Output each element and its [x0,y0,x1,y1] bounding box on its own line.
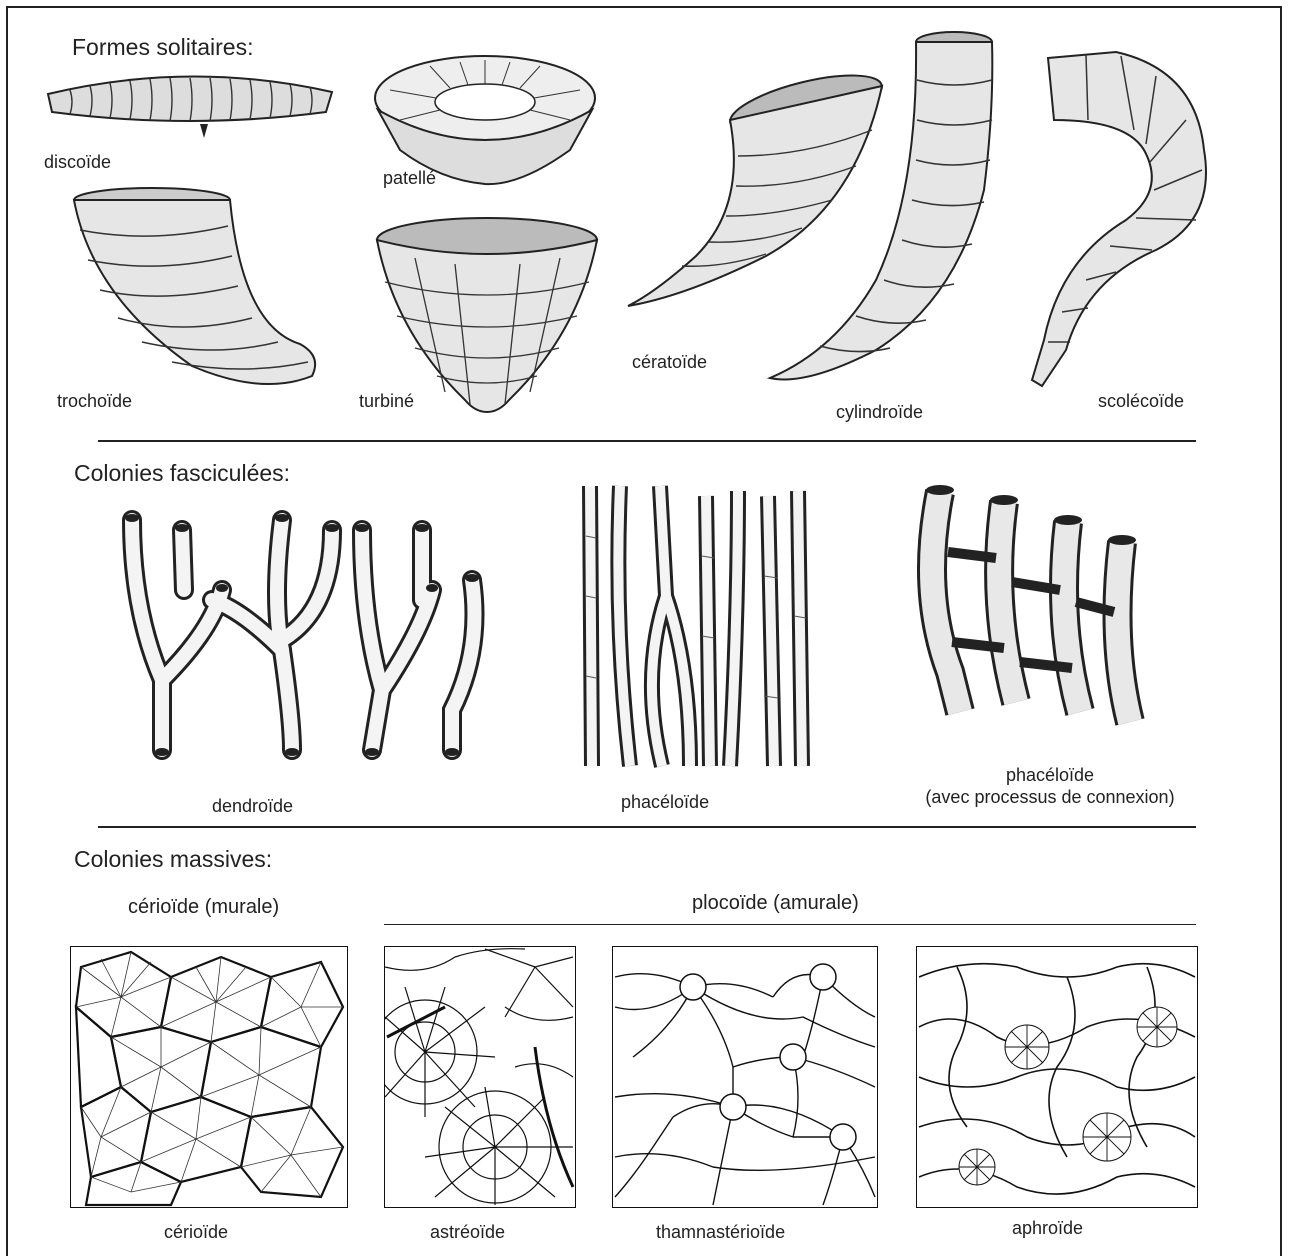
trochoide-drawing [72,186,322,396]
label-discoide: discoïde [44,152,111,173]
label-scolecoide: scolécoïde [1098,391,1184,412]
label-plocoide-group: plocoïde (amurale) [692,892,859,915]
label-thamnasterioide: thamnastérioïde [656,1222,785,1243]
phaceloide-drawing [570,476,820,776]
thamnasterioide-texture [612,946,878,1208]
label-cerioide-group: cérioïde (murale) [128,896,279,919]
section-title-solitary: Formes solitaires: [72,34,253,61]
section-title-massive: Colonies massives: [74,846,272,873]
discoide-drawing [40,66,340,146]
label-phaceloide: phacéloïde [621,792,709,813]
label-turbine: turbiné [359,391,414,412]
label-patelle: patellé [383,168,436,189]
cylindroide-drawing [766,30,1026,386]
astreoide-texture [384,946,576,1208]
label-dendroide: dendroïde [212,796,293,817]
divider-2 [98,826,1196,828]
dendroide-drawing [92,490,502,780]
label-cerioide: cérioïde [164,1222,228,1243]
aphroide-texture [916,946,1198,1208]
section-title-fasciculate: Colonies fasciculées: [74,460,290,487]
label-phaceloide-connexion-line2: (avec processus de connexion) [900,786,1200,808]
phaceloide-connexion-drawing [900,472,1180,752]
cerioide-texture [70,946,348,1208]
label-ceratoide: cératoïde [632,352,707,373]
caption-phaceloide-connexion: phacéloïde (avec processus de connexion) [900,764,1200,808]
divider-1 [98,440,1196,442]
turbine-drawing [375,212,600,414]
label-trochoide: trochoïde [57,391,132,412]
divider-plocoide [384,924,1196,925]
label-astreoide: astréoïde [430,1222,505,1243]
label-phaceloide-connexion-line1: phacéloïde [900,764,1200,786]
label-aphroide: aphroïde [1012,1218,1083,1239]
scolecoide-drawing [1026,50,1226,390]
label-cylindroide: cylindroïde [836,402,923,423]
